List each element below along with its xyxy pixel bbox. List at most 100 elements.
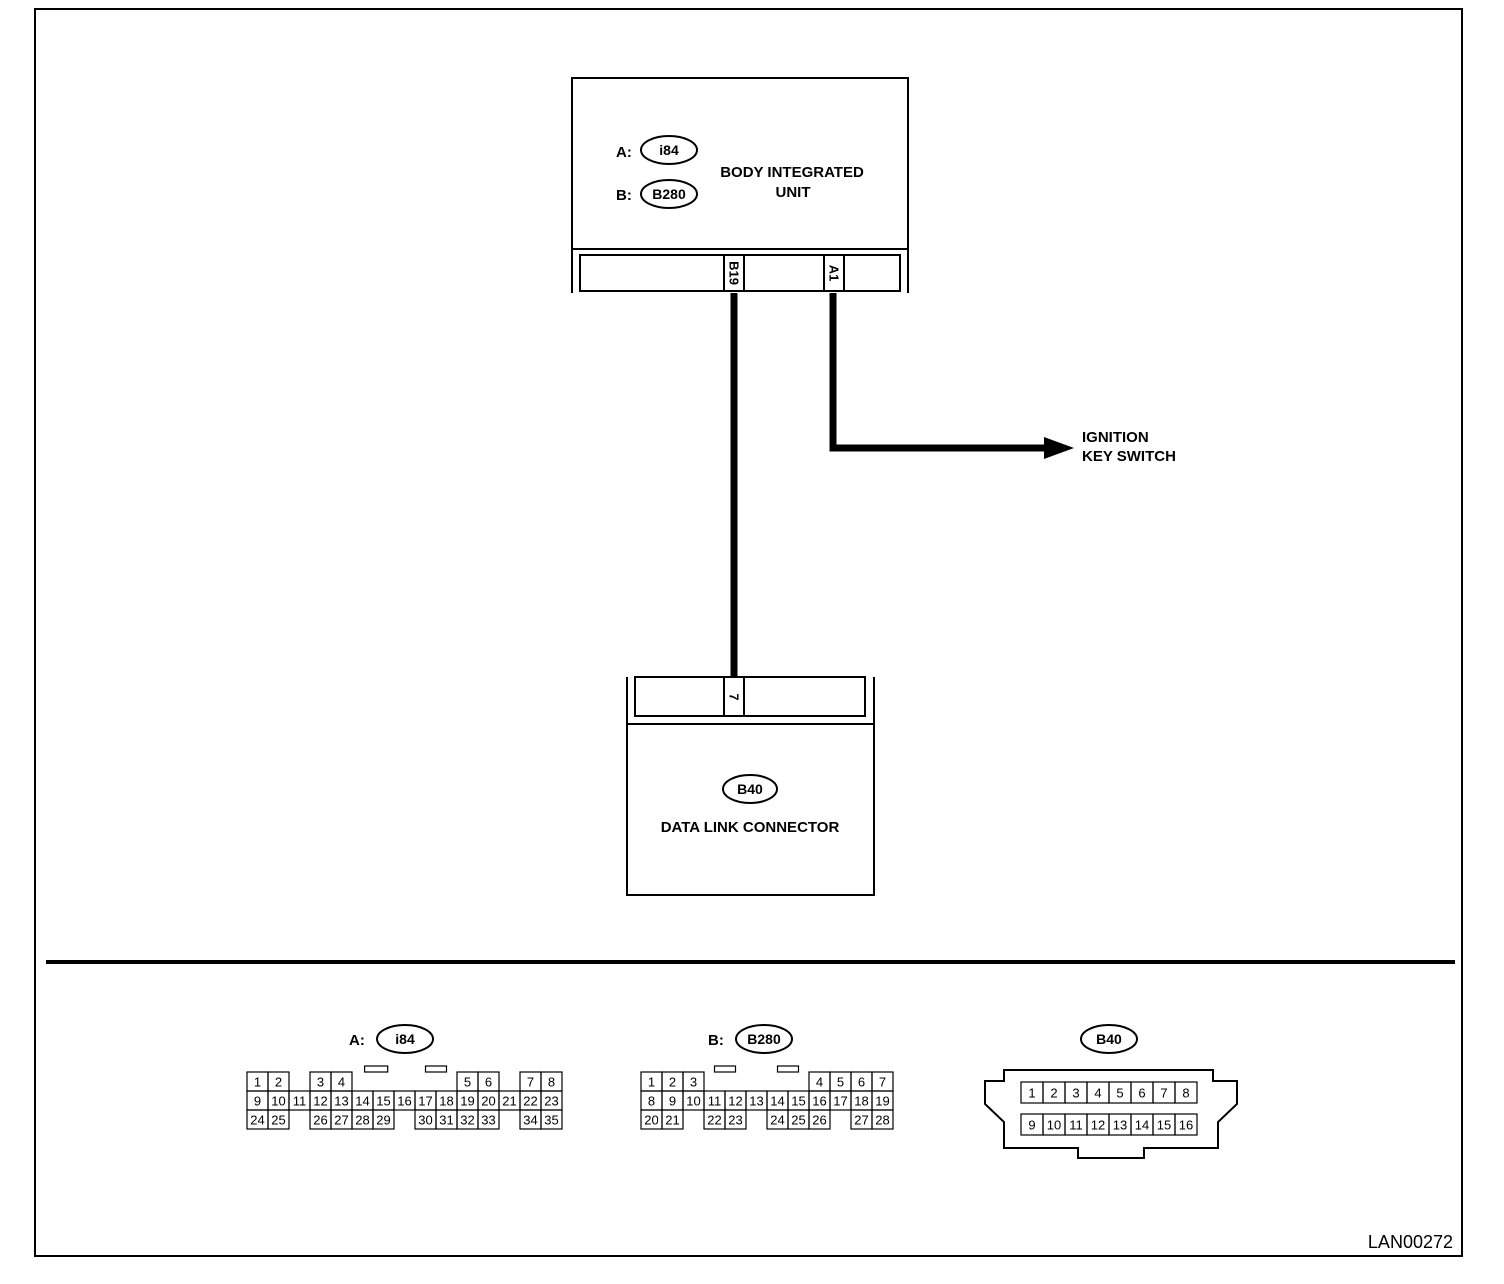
connector-a-pin-21: 21: [502, 1094, 516, 1109]
connector-b-pin-14: 14: [770, 1094, 784, 1109]
connector-a-pin-32: 32: [460, 1113, 474, 1128]
connector-c-pin-11: 11: [1069, 1118, 1083, 1133]
body-unit-name-line1: BODY INTEGRATED: [720, 164, 864, 181]
connector-b-pin-7: 7: [879, 1075, 886, 1090]
connector-a-pin-20: 20: [481, 1094, 495, 1109]
connector-c-pin-8-cell: [1174, 1081, 1198, 1104]
connector-a-pin-17: 17: [418, 1094, 432, 1109]
connector-c-pin-10: 10: [1047, 1118, 1061, 1133]
connector-c-pin-14: 14: [1135, 1118, 1149, 1133]
connector-b-header-prefix: B:: [708, 1032, 724, 1049]
connector-b-pin-8: 8: [648, 1094, 655, 1109]
connector-b-prefix: B:: [616, 187, 632, 204]
connector-a-pin-12: 12: [313, 1094, 327, 1109]
terminal-7-label: 7: [727, 693, 742, 700]
connector-b-pin-12: 12: [728, 1094, 742, 1109]
connector-a-pin-29-cell: [372, 1109, 395, 1130]
connector-key: [364, 1065, 389, 1073]
connector-a-pin-13: 13: [334, 1094, 348, 1109]
connector-b-pin-21: 21: [665, 1113, 679, 1128]
wire-a1-to-ignition: [829, 293, 1048, 452]
connector-a-pin-23: 23: [544, 1094, 558, 1109]
connector-b-pin-1: 1: [648, 1075, 655, 1090]
connector-a-pin-1: 1: [254, 1075, 261, 1090]
connector-b-pin-11: 11: [708, 1094, 722, 1109]
connector-key: [713, 1065, 737, 1073]
connector-a-pin-6: 6: [485, 1075, 492, 1090]
connector-b-pin-27: 27: [854, 1113, 868, 1128]
connector-b-header: B: B280: [708, 1024, 793, 1054]
connector-a-pin-11: 11: [293, 1094, 307, 1109]
connector-b-pin-17: 17: [833, 1094, 847, 1109]
connector-b-pin-5: 5: [837, 1075, 844, 1090]
connector-b-pin-10: 10: [686, 1094, 700, 1109]
connector-b-pin-20: 20: [644, 1113, 658, 1128]
connector-c-pin-9: 9: [1028, 1118, 1035, 1133]
connector-a-pin-4: 4: [338, 1075, 345, 1090]
connector-c-pin-16: 16: [1179, 1118, 1193, 1133]
terminal-b19-label: B19: [727, 261, 742, 285]
connector-b-pin-3: 3: [690, 1075, 697, 1090]
connector-b-pin-9: 9: [669, 1094, 676, 1109]
connector-c-header: B40: [1080, 1024, 1138, 1054]
connector-a-pin-8: 8: [548, 1075, 555, 1090]
dlc-code: B40: [737, 781, 763, 797]
connector-c-pin-12: 12: [1091, 1118, 1105, 1133]
connector-a-pin-24: 24: [250, 1113, 264, 1128]
connector-key: [776, 1065, 800, 1073]
connector-c-pin-15: 15: [1157, 1118, 1171, 1133]
wires: [730, 293, 1074, 677]
connector-a-pin-15: 15: [376, 1094, 390, 1109]
connector-b-header-code: B280: [747, 1031, 781, 1047]
connector-a-pin-25: 25: [271, 1113, 285, 1128]
connector-a-pin-3: 3: [317, 1075, 324, 1090]
terminal-a1-label: A1: [827, 265, 842, 282]
connector-c-pin-6: 6: [1138, 1086, 1145, 1101]
body-integrated-unit: B19 A1 A: i84 B: B280 BODY INTEGRATED UN…: [571, 77, 909, 293]
connector-key: [424, 1065, 448, 1073]
connector-b-pin-2: 2: [669, 1075, 676, 1090]
connector-c-pin-13: 13: [1113, 1118, 1127, 1133]
connector-a-code: i84: [659, 142, 679, 158]
body-unit-name-line2: UNIT: [776, 184, 811, 201]
connector-c-pin-2: 2: [1050, 1086, 1057, 1101]
connector-a-pin-18: 18: [439, 1094, 453, 1109]
connector-a-pin-26: 26: [313, 1113, 327, 1128]
connector-a-pin-10: 10: [271, 1094, 285, 1109]
connector-b-pin-19: 19: [875, 1094, 889, 1109]
connector-b-pin-26-cell: [808, 1109, 831, 1130]
data-link-connector: 7 B40 DATA LINK CONNECTOR: [626, 676, 875, 896]
connector-b-pin-28-cell: [871, 1109, 894, 1130]
connector-a-pin-35: 35: [544, 1113, 558, 1128]
connector-a-pin-19: 19: [460, 1094, 474, 1109]
connector-c-pin-8: 8: [1182, 1086, 1189, 1101]
connector-c-pin-5: 5: [1116, 1086, 1123, 1101]
dlc-name: DATA LINK CONNECTOR: [661, 819, 840, 836]
connector-b-pin-21-cell: [661, 1109, 684, 1130]
connector-b-pin-23: 23: [728, 1113, 742, 1128]
connector-a-pin-33-cell: [477, 1109, 500, 1130]
connector-b-pin-13: 13: [749, 1094, 763, 1109]
connector-a-pin-16: 16: [397, 1094, 411, 1109]
connector-a-pin-35-cell: [540, 1109, 563, 1130]
connector-a-pin-22: 22: [523, 1094, 537, 1109]
connector-b-pin-16: 16: [812, 1094, 826, 1109]
connector-c-pin-1: 1: [1028, 1086, 1035, 1101]
connector-a-pin-31: 31: [439, 1113, 453, 1128]
connector-a-pin-5: 5: [464, 1075, 471, 1090]
connector-b-pin-24: 24: [770, 1113, 784, 1128]
connector-a-pin-28: 28: [355, 1113, 369, 1128]
connector-a-pin-14: 14: [355, 1094, 369, 1109]
arrow-to-ignition-icon: [1044, 437, 1074, 459]
connector-a-header: A: i84: [349, 1024, 434, 1054]
connector-a-header-prefix: A:: [349, 1032, 365, 1049]
connector-a-pin-30: 30: [418, 1113, 432, 1128]
connector-b-pin-25: 25: [791, 1113, 805, 1128]
connector-b-pin-4: 4: [816, 1075, 823, 1090]
connector-a-pin-2: 2: [275, 1075, 282, 1090]
connector-a-pin-9: 9: [254, 1094, 261, 1109]
connector-a-prefix: A:: [616, 144, 632, 161]
connector-b-pin-22: 22: [707, 1113, 721, 1128]
connector-c-pin-3: 3: [1072, 1086, 1079, 1101]
